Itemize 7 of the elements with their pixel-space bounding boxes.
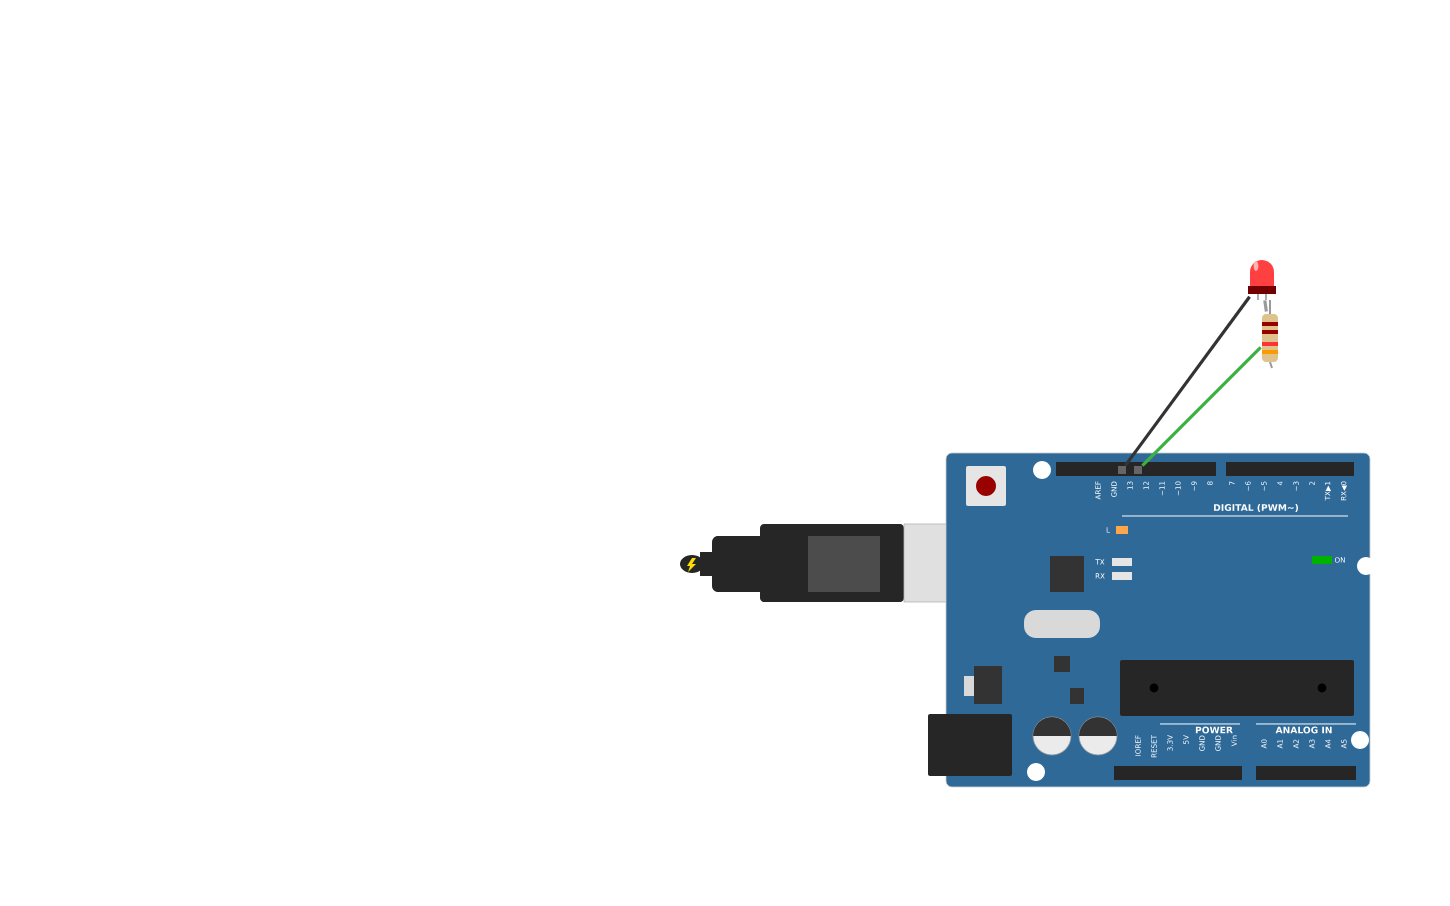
header-pin [1118, 466, 1126, 474]
wire [1263, 300, 1268, 312]
wire [1123, 295, 1251, 467]
led-drawing [1248, 260, 1276, 301]
resistor-drawing [1262, 299, 1278, 369]
wire [1141, 346, 1262, 467]
header-pin [1134, 466, 1142, 474]
